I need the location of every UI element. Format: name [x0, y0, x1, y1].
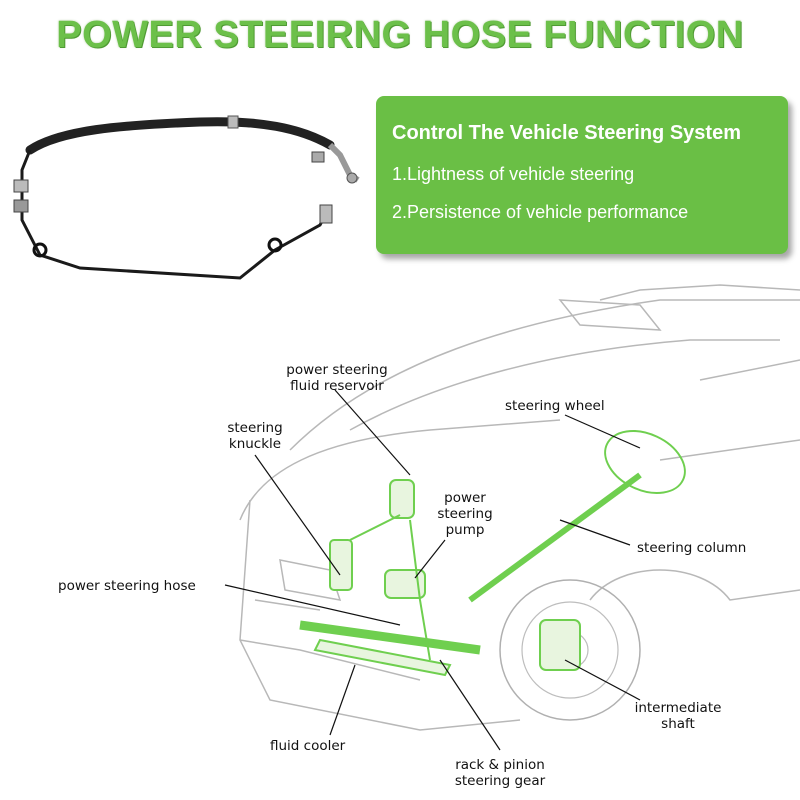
label-fluid-reservoir-line-2: fluid reservoir — [290, 378, 384, 394]
label-steering-wheel: steering wheel — [505, 398, 605, 414]
label-pump-line-3: pump — [445, 522, 485, 538]
steering-components — [299, 430, 686, 677]
label-intermediate-shaft: intermediate shaft — [623, 700, 733, 732]
car-outline — [239, 284, 800, 731]
label-fluid-reservoir: power steering fluid reservoir — [272, 362, 402, 394]
info-heading: Control The Vehicle Steering System — [392, 122, 741, 144]
label-steering-column: steering column — [637, 540, 747, 556]
hose-product-image — [13, 115, 360, 280]
car-steering-diagram — [224, 284, 800, 751]
label-steering-knuckle-line-1: steering — [227, 420, 283, 436]
label-rack-pinion-line-2: steering gear — [454, 773, 546, 789]
label-pump-line-1: power — [444, 490, 486, 506]
label-rack-pinion: rack & pinion steering gear — [440, 757, 560, 789]
label-shaft-line-1: intermediate — [634, 700, 722, 716]
label-rack-pinion-line-1: rack & pinion — [455, 757, 545, 773]
page-title: POWER STEEIRNG HOSE FUNCTION — [56, 14, 744, 56]
label-fluid-cooler: fluid cooler — [270, 738, 346, 754]
callout-lines — [224, 389, 641, 751]
label-shaft-line-2: shaft — [661, 716, 695, 732]
label-power-steering-pump: power steering pump — [425, 490, 505, 538]
info-line-1: 1.Lightness of vehicle steering — [392, 164, 635, 184]
label-pump-line-2: steering — [437, 506, 493, 522]
label-fluid-reservoir-line-1: power steering — [286, 362, 388, 378]
label-steering-knuckle-line-2: knuckle — [228, 436, 282, 452]
label-steering-knuckle: steering knuckle — [215, 420, 295, 452]
label-power-steering-hose: power steering hose — [58, 578, 196, 594]
info-box: Control The Vehicle Steering System — [376, 96, 788, 254]
info-line-2: 2.Persistence of vehicle performance — [392, 202, 689, 222]
